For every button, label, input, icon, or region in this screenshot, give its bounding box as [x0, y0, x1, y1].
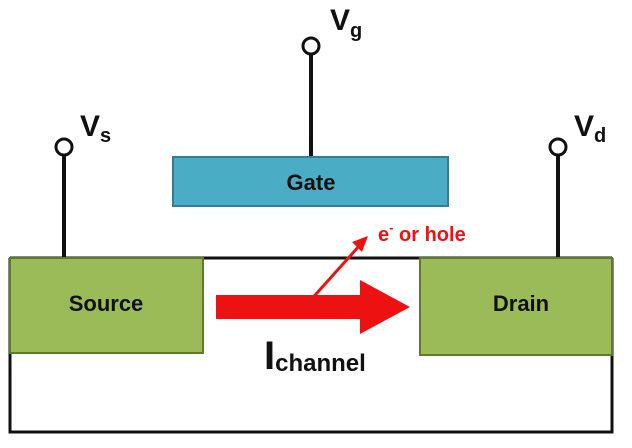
svg-text:Vg: Vg — [330, 4, 362, 42]
channel-current-label: Ichannel — [264, 334, 366, 378]
source-terminal-node — [54, 137, 74, 157]
source-label: Source — [69, 291, 144, 316]
gate-terminal: Vg — [301, 4, 362, 157]
carrier-label-superscript: - — [389, 220, 393, 235]
source-voltage-letter: V — [80, 110, 100, 143]
drain-box — [419, 257, 613, 356]
source-region: Source — [9, 257, 204, 354]
svg-text:Vs: Vs — [80, 110, 111, 147]
carrier-label-rest: or hole — [393, 224, 465, 246]
channel-current-arrow — [216, 280, 410, 334]
drain-terminal: Vd — [548, 110, 606, 258]
drain-region: Drain — [419, 257, 613, 356]
gate-label: Gate — [287, 170, 336, 195]
source-box — [9, 257, 204, 354]
gate-box — [172, 156, 449, 207]
gate-electrode: Gate — [172, 156, 449, 207]
drain-voltage-subscript: d — [594, 125, 606, 147]
gate-voltage-subscript: g — [350, 20, 362, 42]
source-terminal: Vs — [54, 110, 111, 258]
carrier-label: e- or hole — [378, 220, 466, 246]
current-subscript: channel — [275, 350, 366, 377]
svg-text:Vd: Vd — [574, 110, 606, 147]
gate-terminal-node — [301, 36, 321, 56]
drain-label: Drain — [493, 291, 549, 316]
carrier-arrow-shaft — [306, 243, 362, 305]
carrier-arrow-head — [352, 236, 368, 252]
drain-voltage-letter: V — [574, 110, 594, 143]
carrier-arrow — [306, 236, 368, 305]
drain-terminal-node — [548, 137, 568, 157]
carrier-label-base: e — [378, 224, 389, 246]
source-voltage-subscript: s — [100, 125, 111, 147]
current-letter: I — [264, 334, 275, 378]
gate-voltage-letter: V — [330, 4, 350, 37]
